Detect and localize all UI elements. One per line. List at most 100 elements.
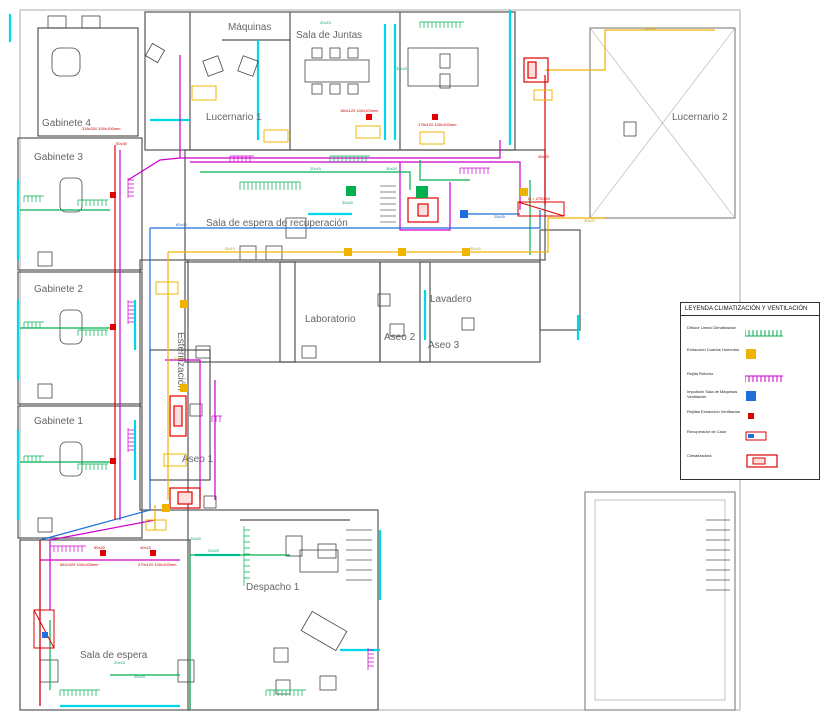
extraction-grille-icon	[366, 114, 372, 120]
wet-room-extraction-icon	[344, 248, 352, 256]
air-handling-unit-icon	[407, 197, 439, 223]
heat-recovery-unit-icon	[517, 201, 565, 217]
wet-room-extraction-icon	[180, 384, 188, 392]
room-label-gabinete4: Gabinete 4	[42, 118, 91, 129]
walls	[17, 9, 741, 711]
legend-item-wet-room-extraction: Extracción Cuartos Húmedos	[687, 345, 815, 367]
duct-label: 270x120 100x100mm	[138, 562, 177, 567]
legend-item-machine-room-supply: Impulsión Sala de Máquinas Ventilación	[687, 387, 815, 409]
linear-diffusers	[23, 21, 464, 696]
supply-boxes	[346, 186, 428, 198]
duct-label: 40x15	[140, 545, 152, 550]
return-grilles	[49, 155, 490, 670]
duct-labels: 316x320 100x100mm 180x120 100x100mm 176x…	[60, 20, 657, 679]
room-label-laboratorio: Laboratorio	[305, 314, 356, 325]
return-grille-icon	[744, 371, 785, 389]
furniture	[37, 15, 637, 695]
duct-label: 15x10	[224, 246, 236, 251]
duct-label: 30x20	[396, 66, 408, 71]
duct-label: 176x120 100x100mm	[418, 122, 457, 127]
legend-item-label: Impulsión Sala de Máquinas Ventilación	[687, 389, 738, 399]
linear-diffuser-icon	[744, 325, 785, 343]
room-label-sala-espera-recuperacion: Sala de espera de recuperación	[206, 218, 348, 229]
duct-label: 30x20	[386, 166, 398, 171]
duct-label: 25x20	[134, 674, 146, 679]
duct-label: 10x20	[173, 356, 185, 361]
duct-label: 30x20	[584, 218, 596, 223]
extraction-grille-icon	[745, 409, 757, 427]
legend-item-label: Extracción Cuartos Húmedos	[687, 347, 740, 352]
machine-room-supply-icon	[745, 389, 757, 407]
legend: LEYENDA CLIMATIZACIÓN Y VENTILACIÓN Difu…	[680, 302, 820, 480]
wet-room-extraction-icon	[745, 347, 757, 365]
duct-label: 50x20	[94, 545, 106, 550]
duct-label: 30x15	[470, 246, 482, 251]
wet-room-extractors	[162, 188, 528, 512]
air-handling-unit-icon	[169, 395, 187, 437]
room-label-lavadero: Lavadero	[430, 294, 472, 305]
legend-item-extraction-grille: Rejillas Extracción Ventilación	[687, 407, 815, 429]
room-label-gabinete1: Gabinete 1	[34, 416, 83, 427]
machine-room-supply-icon	[460, 210, 468, 218]
room-label-aseo3: Aseo 3	[428, 340, 460, 351]
duct-label: 316x320 100x100mm	[82, 126, 121, 131]
legend-item-air-handling-unit: Climatizadora	[687, 451, 815, 473]
wet-room-extraction-icon	[162, 504, 170, 512]
room-label-despacho1: Despacho 1	[246, 582, 300, 593]
air-handling-units	[169, 57, 549, 509]
extraction-grille-icon	[110, 324, 116, 330]
room-label-esterilizacion: Esterilización	[175, 332, 186, 391]
legend-item-label: Climatizadora	[687, 453, 712, 458]
air-handling-unit-icon	[169, 487, 201, 509]
yellow-frames	[145, 85, 553, 531]
heat-recovery-unit-icon	[745, 429, 767, 447]
legend-item-heat-recovery: Recuperador de Calor	[687, 427, 815, 449]
glazing	[8, 10, 580, 708]
room-labels: Máquinas Sala de Juntas Gabinete 4 Gabin…	[34, 22, 728, 661]
extraction-grille-icon	[100, 550, 106, 556]
extraction-grille-icon	[150, 550, 156, 556]
room-label-lucernario1: Lucernario 1	[206, 112, 262, 123]
heat-recovery-unit-icon	[33, 609, 55, 649]
extraction-grille-icon	[110, 458, 116, 464]
duct-label: 562x320 100x100mm	[60, 562, 99, 567]
wet-room-extraction-icon	[520, 188, 528, 196]
duct-label: 20x15	[320, 20, 332, 25]
legend-item-label: Rejilla Retorno	[687, 371, 714, 376]
legend-item-label: Rejillas Extracción Ventilación	[687, 409, 741, 414]
room-label-aseo2: Aseo 2	[384, 332, 416, 343]
room-label-lucernario2: Lucernario 2	[672, 112, 728, 123]
duct-label: Q = 2700 l/h	[528, 196, 550, 201]
wet-room-extraction-icon	[180, 300, 188, 308]
staircase	[346, 185, 730, 591]
heat-recovery-units	[33, 201, 565, 649]
extraction-ducts	[154, 29, 715, 530]
extraction-grille-icon	[432, 114, 438, 120]
machine-room-fans	[42, 210, 468, 638]
duct-label: 180x120 100x100mm	[340, 108, 379, 113]
room-label-gabinete3: Gabinete 3	[34, 152, 83, 163]
legend-title: LEYENDA CLIMATIZACIÓN Y VENTILACIÓN	[681, 303, 819, 316]
room-label-maquinas: Máquinas	[228, 22, 271, 33]
duct-label: 40x60	[645, 26, 657, 31]
wet-room-extraction-icon	[398, 248, 406, 256]
air-handling-unit-icon	[745, 453, 779, 474]
duct-label: 50x30	[116, 141, 128, 146]
duct-label: 20x20	[190, 536, 202, 541]
duct-label: 20x20	[208, 548, 220, 553]
air-handling-unit-icon	[523, 57, 549, 83]
exhaust-ducts	[39, 75, 546, 706]
supply-ducts	[20, 160, 531, 710]
extraction-grilles	[100, 114, 438, 556]
room-label-sala-espera: Sala de espera	[80, 650, 148, 661]
legend-item-return-grille: Rejilla Retorno	[687, 369, 815, 391]
legend-item-label: Difusor Lineal Climatización	[687, 325, 737, 330]
extraction-grille-icon	[110, 192, 116, 198]
duct-label: 30x20	[342, 200, 354, 205]
room-label-aseo1: Aseo 1	[182, 454, 214, 465]
duct-label: 20x15	[310, 166, 322, 171]
legend-item-linear-diffuser: Difusor Lineal Climatización	[687, 323, 815, 345]
legend-item-label: Recuperador de Calor	[687, 429, 727, 434]
machine-room-supply-icon	[42, 632, 48, 638]
